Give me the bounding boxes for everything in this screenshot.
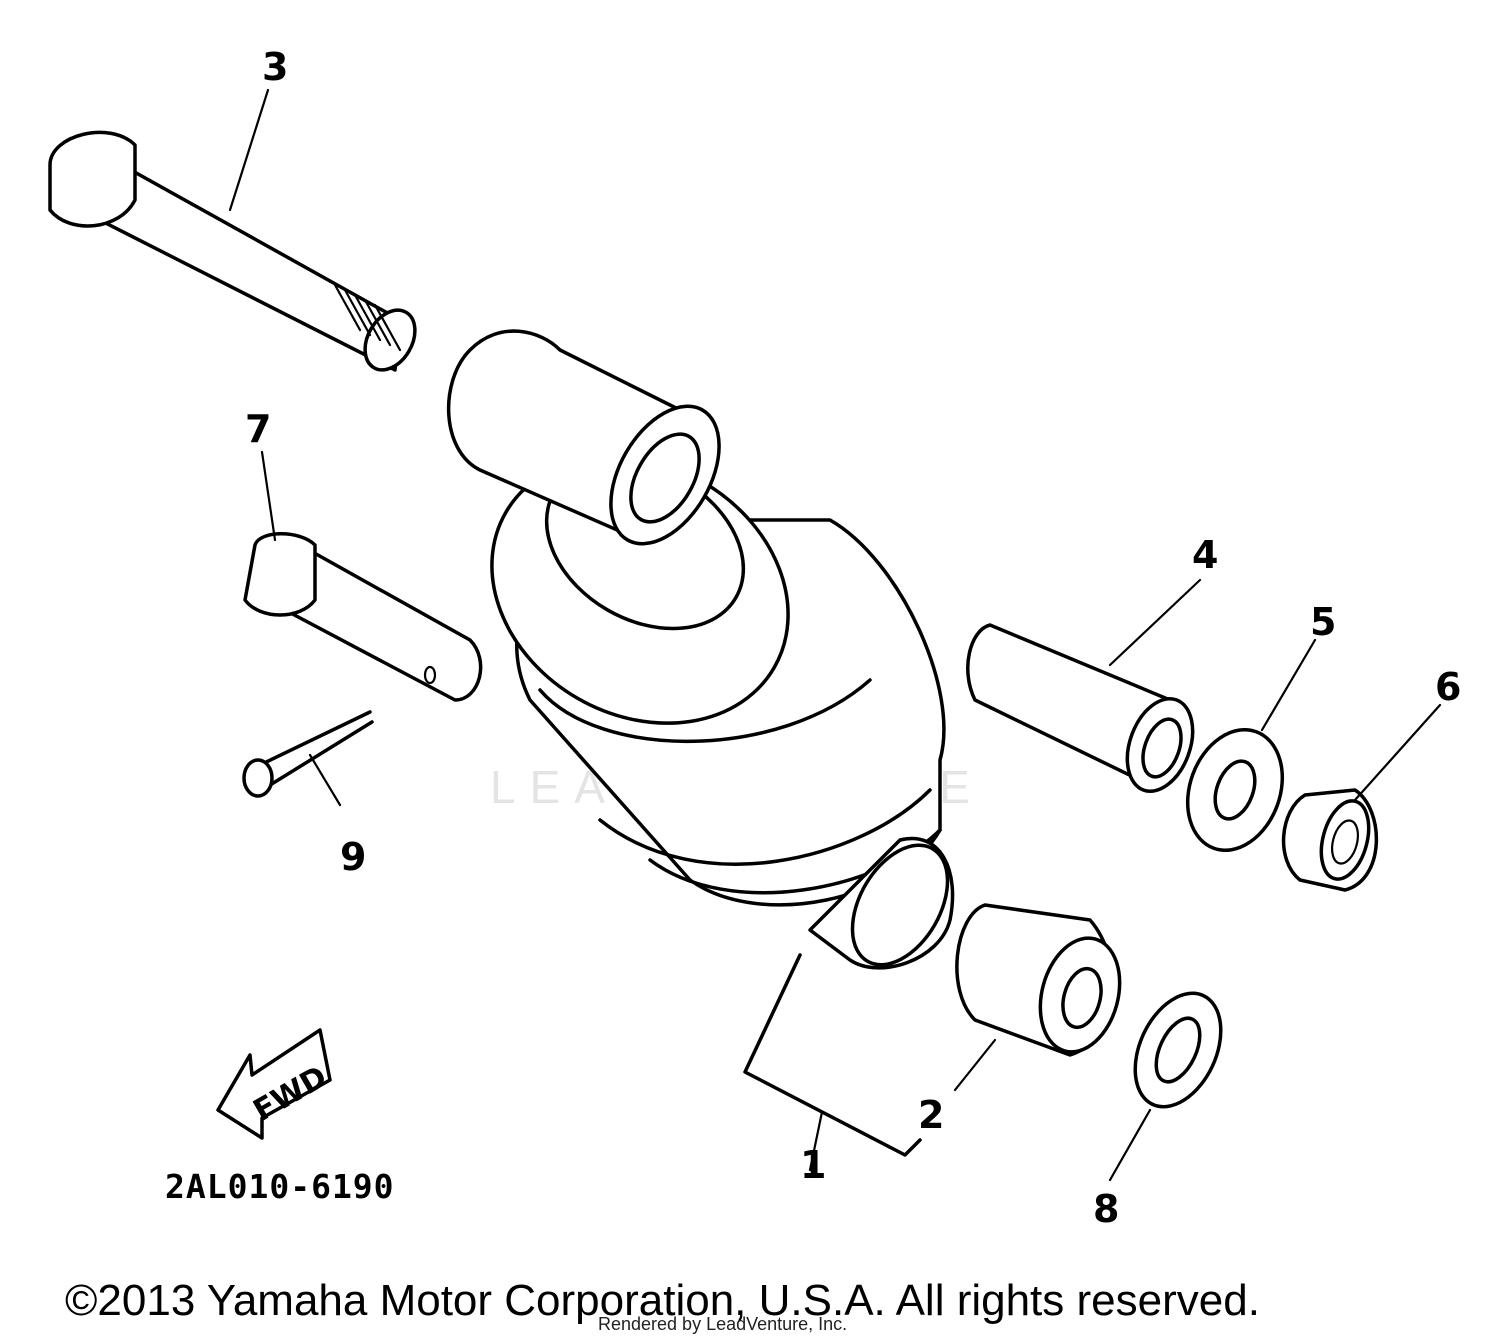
diagram-code: 2AL010-6190 <box>165 1167 395 1206</box>
pin-part-7 <box>243 532 483 702</box>
callout-4: 4 <box>1192 533 1218 577</box>
fwd-arrow-icon <box>216 1028 332 1140</box>
cotter-pin-part-9 <box>242 710 374 798</box>
callout-5: 5 <box>1310 600 1336 644</box>
callout-2: 2 <box>918 1093 944 1137</box>
callout-3: 3 <box>262 45 288 89</box>
leader-lines <box>228 88 1442 1182</box>
rendered-by-text: Rendered by LeadVenture, Inc. <box>598 1314 847 1334</box>
collar-part-4 <box>966 623 1195 794</box>
callout-6: 6 <box>1435 665 1461 709</box>
bolt-part-3 <box>48 130 417 372</box>
copyright-text: ©2013 Yamaha Motor Corporation, U.S.A. A… <box>65 1276 1260 1325</box>
washer-part-8 <box>1133 991 1223 1109</box>
callout-8: 8 <box>1093 1187 1119 1231</box>
bushing-part-2 <box>955 903 1122 1057</box>
callout-7: 7 <box>245 407 271 451</box>
washer-part-5 <box>1185 727 1285 853</box>
callout-9: 9 <box>340 835 366 879</box>
callout-1: 1 <box>800 1143 826 1187</box>
shock-absorber-part-1 <box>446 329 955 970</box>
nut-part-6 <box>1281 788 1379 892</box>
